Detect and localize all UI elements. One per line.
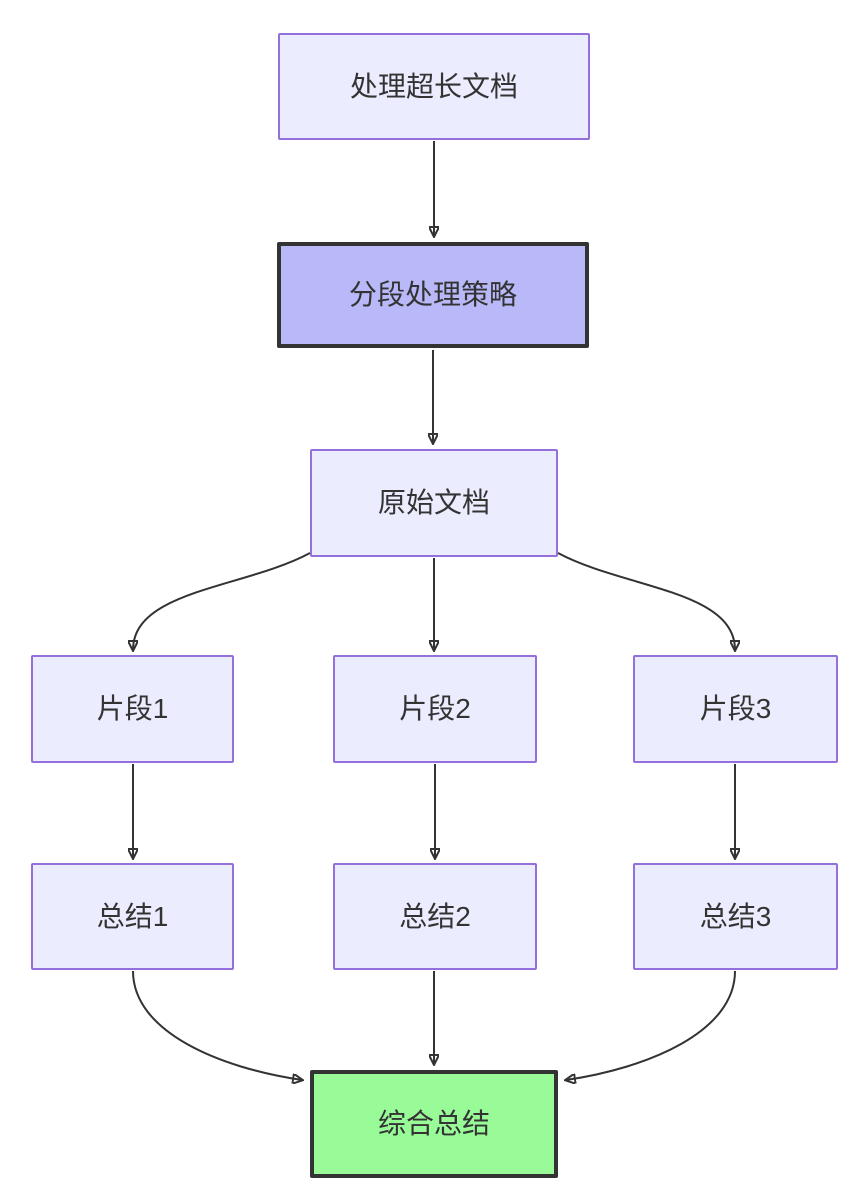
node-summary-2: 总结2 [333, 863, 537, 970]
node-segment-1: 片段1 [31, 655, 234, 763]
node-label: 片段3 [699, 693, 772, 725]
edge-doc-seg1 [133, 552, 311, 650]
node-label: 分段处理策略 [348, 279, 517, 311]
node-label: 总结2 [399, 900, 471, 932]
node-final-summary: 综合总结 [310, 1070, 558, 1178]
edge-sum3-final [566, 970, 736, 1080]
node-label: 总结3 [699, 900, 772, 932]
edge-sum1-final [132, 970, 302, 1080]
node-label: 原始文档 [377, 487, 490, 519]
node-label: 综合总结 [377, 1108, 490, 1140]
node-label: 片段1 [96, 693, 169, 725]
node-label: 总结1 [96, 900, 169, 932]
node-original-document: 原始文档 [310, 449, 558, 557]
node-label: 片段2 [399, 693, 471, 725]
node-strategy: 分段处理策略 [277, 242, 589, 348]
node-label: 处理超长文档 [349, 70, 518, 102]
edge-doc-seg3 [557, 552, 735, 650]
node-summary-1: 总结1 [31, 863, 234, 970]
node-segment-3: 片段3 [633, 655, 838, 763]
node-start: 处理超长文档 [278, 33, 590, 140]
node-summary-3: 总结3 [633, 863, 838, 970]
node-segment-2: 片段2 [333, 655, 537, 763]
